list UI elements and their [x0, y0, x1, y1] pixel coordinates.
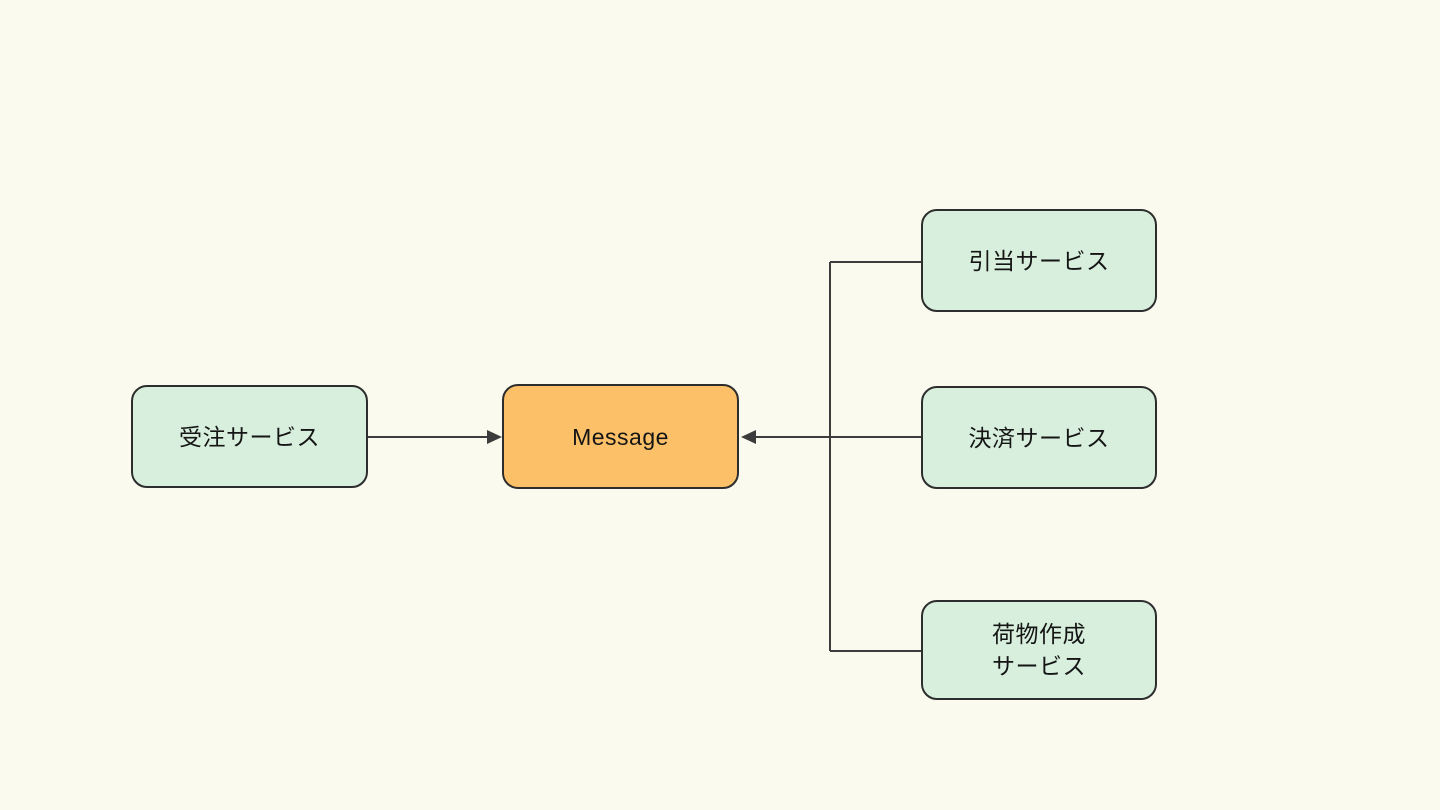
node-payment-service: 決済サービス: [921, 386, 1157, 489]
node-allocation-service: 引当サービス: [921, 209, 1157, 312]
node-package-creation-service: 荷物作成 サービス: [921, 600, 1157, 700]
node-payment-service-label: 決済サービス: [968, 424, 1110, 451]
node-package-creation-service-label: 荷物作成 サービス: [992, 621, 1086, 679]
node-order-service-label: 受注サービス: [179, 423, 320, 450]
arrowhead-into-message-right: [741, 430, 756, 444]
node-message: Message: [502, 384, 739, 489]
node-allocation-service-label: 引当サービス: [968, 247, 1110, 274]
node-order-service: 受注サービス: [131, 385, 368, 488]
arrowhead-into-message-left: [487, 430, 502, 444]
node-message-label: Message: [572, 423, 669, 450]
